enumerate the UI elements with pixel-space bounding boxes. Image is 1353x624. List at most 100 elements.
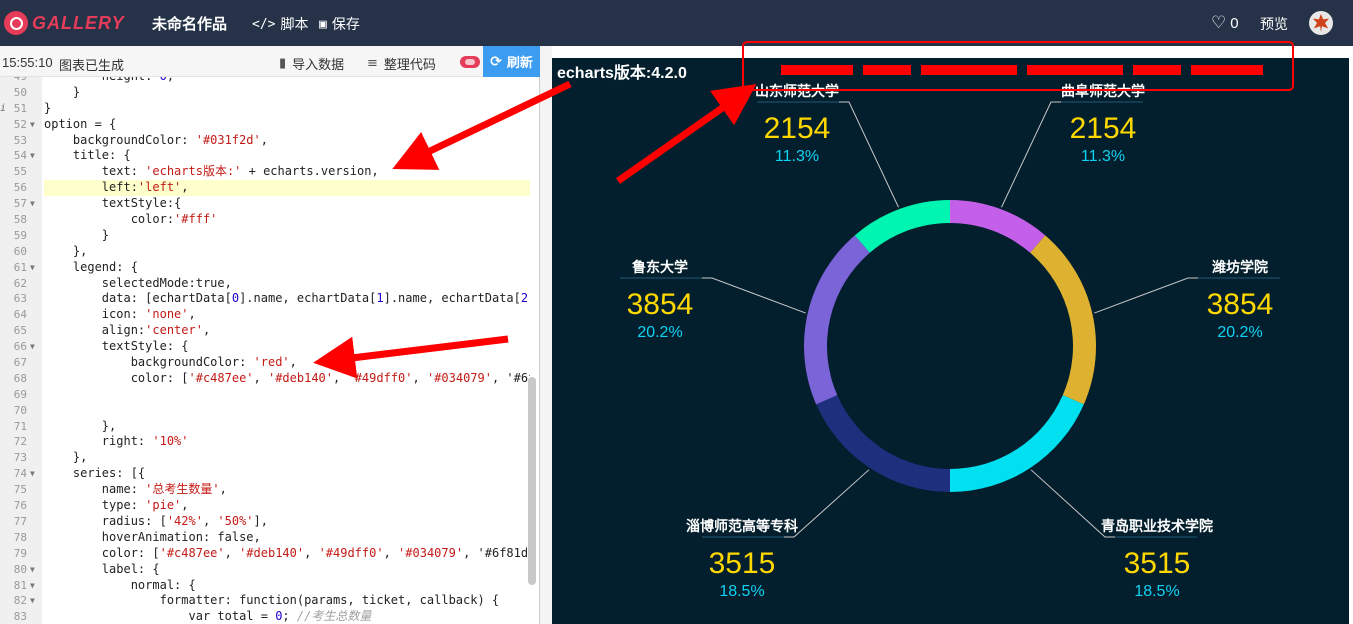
line-number: 75 — [13, 483, 27, 497]
line-number: 74 — [13, 467, 27, 481]
code-line[interactable]: 74▼ series: [{ — [0, 466, 540, 482]
code-line[interactable]: 65 align:'center', — [0, 323, 540, 339]
code-line[interactable]: 57▼ textStyle:{ — [0, 196, 540, 212]
code-line[interactable]: 71 }, — [0, 419, 540, 435]
preview-button[interactable]: 预览 — [1260, 16, 1288, 32]
refresh-button[interactable]: ⟳ 刷新 — [483, 46, 540, 77]
info-marker-icon: i — [0, 102, 7, 114]
code-line[interactable]: 82▼ formatter: function(params, ticket, … — [0, 593, 540, 609]
code-line[interactable]: 62 selectedMode:true, — [0, 276, 540, 292]
line-number: 59 — [13, 228, 27, 242]
code-line[interactable]: 64 icon: 'none', — [0, 307, 540, 323]
code-text: left:'left', — [44, 180, 530, 197]
code-line[interactable]: 63 data: [echartData[0].name, echartData… — [0, 291, 540, 307]
line-number: 62 — [13, 276, 27, 290]
code-line[interactable]: 80▼ label: { — [0, 562, 540, 578]
code-line[interactable]: 60 }, — [0, 244, 540, 260]
fold-arrow-icon[interactable]: ▼ — [30, 469, 35, 479]
fold-arrow-icon[interactable]: ▼ — [30, 199, 35, 209]
code-line[interactable]: 72 right: '10%' — [0, 434, 540, 450]
line-number: 65 — [13, 324, 27, 338]
code-line[interactable]: 50 } — [0, 85, 540, 101]
code-line[interactable]: 59 } — [0, 228, 540, 244]
label-leader-line — [839, 101, 899, 208]
line-number: 56 — [13, 181, 27, 195]
code-line[interactable]: 75 name: '总考生数量', — [0, 482, 540, 498]
code-line[interactable]: 69 — [0, 387, 540, 403]
import-data-label: 导入数据 — [292, 57, 345, 72]
code-text: } — [44, 100, 52, 115]
code-line[interactable]: 56 left:'left', — [0, 180, 540, 197]
code-text: option = { — [44, 116, 117, 131]
code-line[interactable]: 49 height: 0, — [0, 77, 540, 85]
code-line[interactable]: 67 backgroundColor: 'red', — [0, 355, 540, 371]
line-number: 66 — [13, 340, 27, 354]
code-line[interactable]: 81▼ normal: { — [0, 578, 540, 594]
code-text: right: '10%' — [44, 434, 189, 449]
code-text: var total = 0; //考生总数量 — [44, 609, 372, 624]
code-line[interactable]: 53 backgroundColor: '#031f2d', — [0, 133, 540, 149]
code-pane: 15:55:10 图表已生成 ▮ 导入数据 ≡ 整理代码 ⟳ 刷新 49 hei… — [0, 46, 540, 624]
line-number: 83 — [13, 610, 27, 624]
align-left-icon: ≡ — [367, 56, 378, 71]
line-number: 57 — [13, 197, 27, 211]
fold-arrow-icon[interactable]: ▼ — [30, 596, 35, 606]
fold-arrow-icon[interactable]: ▼ — [30, 151, 35, 161]
line-number: 72 — [13, 435, 27, 449]
line-number: 64 — [13, 308, 27, 322]
code-text: color: ['#c487ee', '#deb140', '#49dff0',… — [44, 370, 530, 385]
line-number: 82 — [13, 594, 27, 608]
code-text: height: 0, — [44, 77, 530, 85]
work-title[interactable]: 未命名作品 — [152, 16, 228, 33]
code-line[interactable]: 70 — [0, 403, 540, 419]
label-leader-line — [1094, 277, 1198, 314]
code-lines: 49 height: 0,50 }51i}52▼option = {53 bac… — [0, 77, 540, 624]
code-line[interactable]: 55 text: 'echarts版本:' + echarts.version, — [0, 164, 540, 180]
like-button[interactable]: ♡ 0 — [1211, 13, 1239, 33]
slice-percent-label: 20.2% — [637, 324, 682, 341]
code-line[interactable]: 68 color: ['#c487ee', '#deb140', '#49dff… — [0, 371, 540, 387]
save-button[interactable]: ▣ 保存 — [319, 14, 360, 34]
line-number: 81 — [13, 578, 27, 592]
line-number: 78 — [13, 530, 27, 544]
code-line[interactable]: 79 color: ['#c487ee', '#deb140', '#49dff… — [0, 546, 540, 562]
script-label: 脚本 — [280, 16, 309, 32]
editor-toolbar: 15:55:10 图表已生成 ▮ 导入数据 ≡ 整理代码 ⟳ 刷新 — [0, 46, 540, 77]
code-editor[interactable]: 49 height: 0,50 }51i}52▼option = {53 bac… — [0, 77, 540, 624]
code-line[interactable]: 66▼ textStyle: { — [0, 339, 540, 355]
fold-arrow-icon[interactable]: ▼ — [30, 342, 35, 352]
code-line[interactable]: 61▼ legend: { — [0, 260, 540, 276]
tidy-code-button[interactable]: ≡ 整理代码 — [367, 54, 436, 73]
fold-arrow-icon[interactable]: ▼ — [30, 262, 35, 272]
donut-slice — [1030, 235, 1096, 405]
slice-name-label: 潍坊学院 — [1212, 259, 1268, 275]
code-line[interactable]: 78 hoverAnimation: false, — [0, 530, 540, 546]
avatar[interactable] — [1309, 11, 1333, 35]
slice-name-label: 鲁东大学 — [631, 259, 688, 275]
code-line[interactable]: 76 type: 'pie', — [0, 498, 540, 514]
fold-arrow-icon[interactable]: ▼ — [30, 119, 35, 129]
code-line[interactable]: 83 var total = 0; //考生总数量 — [0, 609, 540, 624]
code-text: data: [echartData[0].name, echartData[1]… — [44, 291, 530, 306]
code-line[interactable]: 58 color:'#fff' — [0, 212, 540, 228]
gallery-logo[interactable]: GALLERY — [4, 10, 125, 36]
code-line[interactable]: 54▼ title: { — [0, 148, 540, 164]
code-text: formatter: function(params, ticket, call… — [44, 593, 500, 608]
code-line[interactable]: 73 }, — [0, 450, 540, 466]
donut-slice — [804, 235, 870, 405]
line-number: 71 — [13, 419, 27, 433]
code-line[interactable]: 77 radius: ['42%', '50%'], — [0, 514, 540, 530]
line-number: 67 — [13, 356, 27, 370]
pane-divider[interactable] — [540, 46, 552, 624]
import-data-button[interactable]: ▮ 导入数据 — [279, 54, 344, 73]
script-button[interactable]: </> 脚本 — [252, 14, 308, 34]
slice-percent-label: 18.5% — [719, 583, 764, 600]
editor-scrollbar[interactable] — [528, 377, 536, 585]
code-text: title: { — [44, 148, 131, 163]
line-number: 54 — [13, 149, 27, 163]
auto-refresh-toggle[interactable] — [460, 56, 480, 68]
fold-arrow-icon[interactable]: ▼ — [30, 564, 35, 574]
code-line[interactable]: 52▼option = { — [0, 117, 540, 133]
fold-arrow-icon[interactable]: ▼ — [30, 580, 35, 590]
